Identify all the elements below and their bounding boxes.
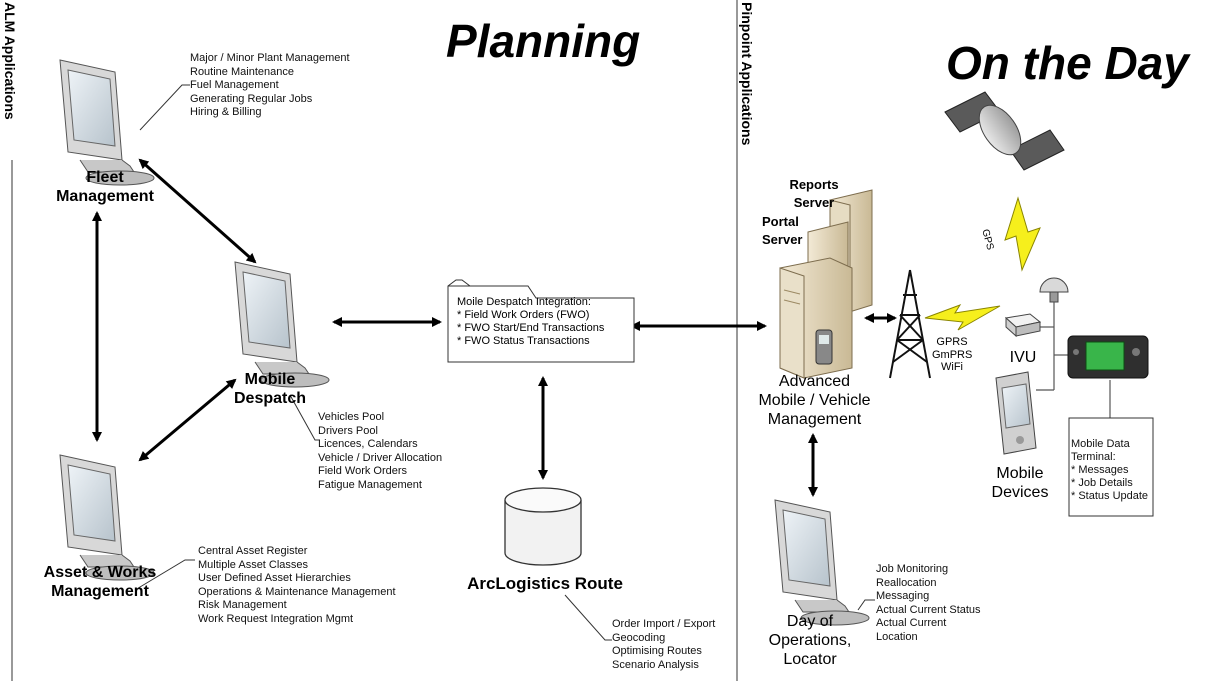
fleet-monitor-icon <box>59 59 155 186</box>
day-ops-feature: Job Monitoring <box>876 563 949 575</box>
pinpoint-applications-label: Pinpoint Applications <box>739 2 755 146</box>
mdt-item: * Job Details <box>1071 477 1133 489</box>
asset-feature: User Defined Asset Hierarchies <box>198 572 351 584</box>
mdt-item: * Messages <box>1071 464 1129 476</box>
day-ops-label: Day of Operations, Locator <box>768 613 852 669</box>
day-ops-feature: Actual Current <box>876 617 947 629</box>
integration-text: Moile Despatch Integration: * Field Work… <box>457 296 604 348</box>
fleet-feature-list: Major / Minor Plant Management Routine M… <box>190 52 350 120</box>
mobile-devices-label: Mobile Devices <box>991 465 1049 502</box>
despatch-feature: Vehicle / Driver Allocation <box>318 451 443 464</box>
database-icon <box>504 487 582 566</box>
arclogistics-feature: Geocoding <box>612 631 666 644</box>
satellite-icon <box>944 91 1065 171</box>
mdt-callout-text: Mobile Data Terminal: * Messages * Job D… <box>1071 438 1151 503</box>
ivu-device-icon <box>1004 313 1042 338</box>
day-ops-feature-list: Job Monitoring Reallocation Messaging Ac… <box>876 563 981 644</box>
mobile-despatch-label: Mobile Despatch <box>233 371 307 408</box>
mobile-phone-icon <box>815 329 833 365</box>
day-ops-monitor-icon <box>774 499 870 626</box>
cell-tower-icon <box>889 269 931 379</box>
fleet-feature: Generating Regular Jobs <box>190 92 313 105</box>
arclogistics-feature: Scenario Analysis <box>612 658 699 671</box>
asset-feature: Risk Management <box>198 599 287 611</box>
day-ops-feature: Location <box>876 630 918 643</box>
integration-title: Moile Despatch Integration: <box>457 296 591 308</box>
arclogistics-label: ArcLogistics Route <box>467 574 623 593</box>
day-ops-feature: Reallocation <box>876 576 937 589</box>
despatch-feature: Vehicles Pool <box>318 411 385 423</box>
mdt-title: Mobile Data Terminal: <box>1071 438 1130 463</box>
fleet-feature: Major / Minor Plant Management <box>190 52 350 64</box>
asset-works-label: Asset & Works Management <box>43 564 157 601</box>
asset-feature: Multiple Asset Classes <box>198 558 309 571</box>
asset-leader-line <box>134 559 195 591</box>
avm-label: Advanced Mobile / Vehicle Management <box>758 373 871 429</box>
despatch-feature: Fatigue Management <box>318 478 422 491</box>
asset-feature: Operations & Maintenance Management <box>198 585 396 598</box>
mdt-device-icon <box>1067 335 1149 379</box>
despatch-leader-line <box>289 394 320 441</box>
arclogistics-feature: Order Import / Export <box>612 618 716 630</box>
reports-server-label: Reports Server <box>789 177 839 210</box>
arclogistics-feature-list: Order Import / Export Geocoding Optimisi… <box>612 618 715 672</box>
ivu-label: IVU <box>1009 349 1037 366</box>
despatch-feature-list: Vehicles Pool Drivers Pool Licences, Cal… <box>318 411 442 492</box>
integration-item: * FWO Status Transactions <box>457 335 590 347</box>
avm-server-icon <box>779 257 853 379</box>
fleet-feature: Routine Maintenance <box>190 65 294 78</box>
network-types-label: GPRS GmPRS WiFi <box>932 336 973 373</box>
arrow-fleet-despatch <box>138 158 257 264</box>
despatch-feature: Field Work Orders <box>318 465 408 477</box>
dayops-leader-line <box>857 599 875 611</box>
day-ops-feature: Messaging <box>876 590 930 602</box>
fleet-leader-line <box>139 84 190 131</box>
alm-applications-label: ALM Applications <box>2 2 18 120</box>
pda-device-icon <box>995 371 1037 455</box>
day-ops-feature: Actual Current Status <box>876 603 981 616</box>
gps-lightning-icon <box>1004 196 1041 272</box>
integration-item: * FWO Start/End Transactions <box>457 322 605 334</box>
arclogistics-leader-line <box>564 594 612 641</box>
arclogistics-feature: Optimising Routes <box>612 645 702 657</box>
mdt-callout-box <box>1068 417 1154 517</box>
on-the-day-title: On the Day <box>946 37 1189 89</box>
gps-receiver-icon <box>1039 277 1069 303</box>
asset-feature: Central Asset Register <box>198 545 308 557</box>
mobile-despatch-monitor-icon <box>234 261 330 388</box>
despatch-feature: Drivers Pool <box>318 424 378 437</box>
integration-item: * Field Work Orders (FWO) <box>457 309 590 321</box>
asset-feature-list: Central Asset Register Multiple Asset Cl… <box>198 545 396 626</box>
portal-server-label: Portal Server <box>762 214 803 247</box>
asset-feature: Work Request Integration Mgmt <box>198 612 354 625</box>
fleet-feature: Fuel Management <box>190 79 279 91</box>
fleet-feature: Hiring & Billing <box>190 106 262 118</box>
arrow-asset-despatch <box>138 378 237 462</box>
despatch-feature: Licences, Calendars <box>318 438 418 450</box>
fleet-management-label: Fleet Management <box>56 169 154 206</box>
gprs-lightning-icon <box>924 304 1001 331</box>
planning-title: Planning <box>446 15 641 67</box>
integration-box <box>447 279 635 363</box>
mdt-item: * Status Update <box>1071 490 1149 502</box>
asset-monitor-icon <box>59 454 155 581</box>
